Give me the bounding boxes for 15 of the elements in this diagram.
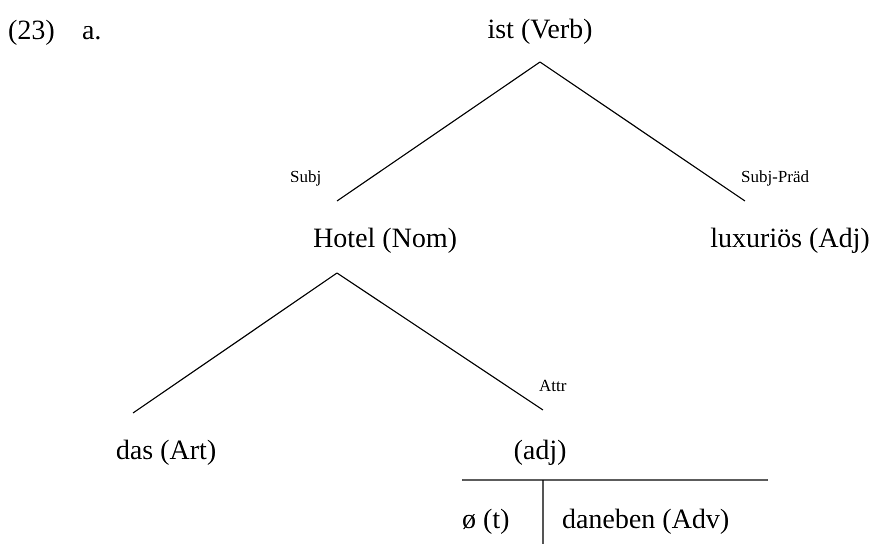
node-label: das (Art) xyxy=(116,435,216,467)
example-number: (23) xyxy=(8,15,55,47)
edge-label: Subj xyxy=(290,167,322,187)
node-label: (adj) xyxy=(514,435,566,467)
tree-branch-line xyxy=(336,272,544,411)
example-number: a. xyxy=(82,15,102,47)
node-label: luxuriös (Adj) xyxy=(710,223,870,255)
tree-branch-line xyxy=(540,61,746,202)
node-label: ist (Verb) xyxy=(488,14,592,46)
node-label: ø (t) xyxy=(462,504,510,536)
node-label: daneben (Adv) xyxy=(562,504,730,536)
tree-branch-line xyxy=(132,272,338,414)
node-label: Hotel (Nom) xyxy=(313,223,457,255)
tree-branch-line xyxy=(336,61,540,202)
edge-label: Subj-Präd xyxy=(741,167,809,187)
